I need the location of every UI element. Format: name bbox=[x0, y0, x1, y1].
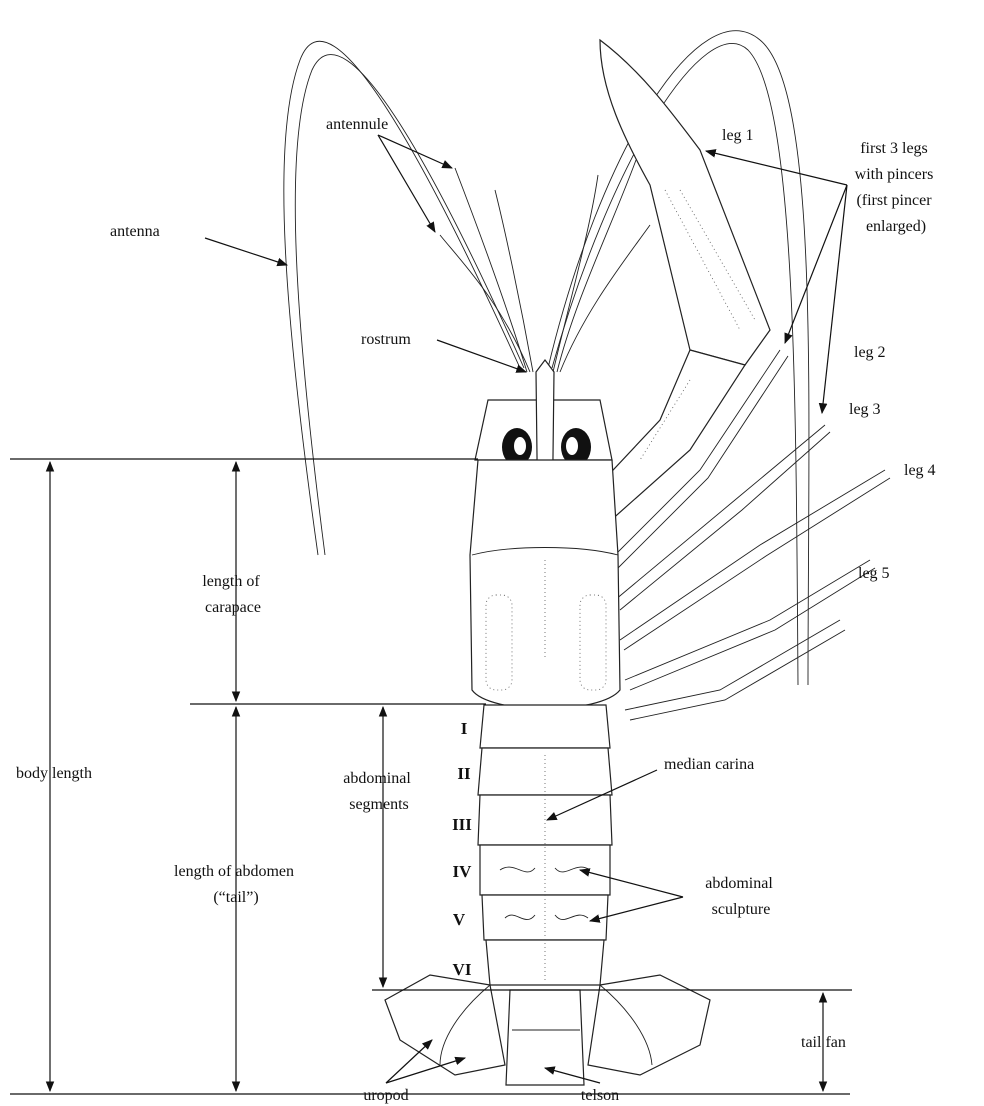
label-rostrum: rostrum bbox=[361, 331, 411, 348]
label-abdominal-segments: abdominal segments bbox=[343, 770, 415, 813]
label-leg-4: leg 4 bbox=[904, 462, 936, 479]
segment-label-6: VI bbox=[453, 960, 472, 979]
label-uropod: uropod bbox=[363, 1087, 408, 1104]
label-abdominal-sculpture: abdominal sculpture bbox=[705, 875, 777, 918]
pincers-pointer-2 bbox=[785, 185, 847, 343]
antennule-right bbox=[557, 160, 636, 372]
pincers-pointer-3 bbox=[822, 185, 847, 413]
label-leg-2: leg 2 bbox=[854, 344, 886, 361]
antennule-pointer-1 bbox=[378, 135, 452, 168]
label-median-carina: median carina bbox=[664, 756, 754, 773]
label-body-length: body length bbox=[16, 765, 92, 782]
antenna-pointer bbox=[205, 238, 287, 265]
segment-label-5: V bbox=[453, 910, 466, 929]
segment-label-3: III bbox=[452, 815, 472, 834]
uropod-pointer-1 bbox=[386, 1040, 432, 1083]
label-leg-1: leg 1 bbox=[722, 127, 754, 144]
abdomen-segment-5 bbox=[482, 895, 608, 940]
lobster-illustration bbox=[284, 31, 890, 1085]
pincers-pointer-1 bbox=[706, 151, 847, 185]
label-leg-3: leg 3 bbox=[849, 401, 881, 418]
rostrum-pointer bbox=[437, 340, 526, 372]
label-antennule: antennule bbox=[326, 116, 388, 133]
segment-label-2: II bbox=[457, 764, 471, 783]
label-leg-5: leg 5 bbox=[858, 565, 890, 582]
antennule-pointer-2 bbox=[378, 135, 435, 232]
segment-label-4: IV bbox=[453, 862, 473, 881]
label-antenna: antenna bbox=[110, 223, 160, 240]
segment-label-1: I bbox=[461, 719, 468, 738]
leg-1-pincer bbox=[600, 40, 770, 365]
telson-shape bbox=[506, 990, 584, 1085]
label-tail-fan: tail fan bbox=[801, 1034, 846, 1051]
abdomen-segment-6 bbox=[486, 940, 604, 985]
label-pincers: first 3 legs with pincers (first pincer … bbox=[855, 140, 938, 235]
abdomen-segment-1 bbox=[480, 705, 610, 748]
label-telson: telson bbox=[581, 1087, 619, 1104]
leg-4 bbox=[620, 470, 890, 650]
label-carapace-length: length of carapace bbox=[202, 573, 263, 616]
